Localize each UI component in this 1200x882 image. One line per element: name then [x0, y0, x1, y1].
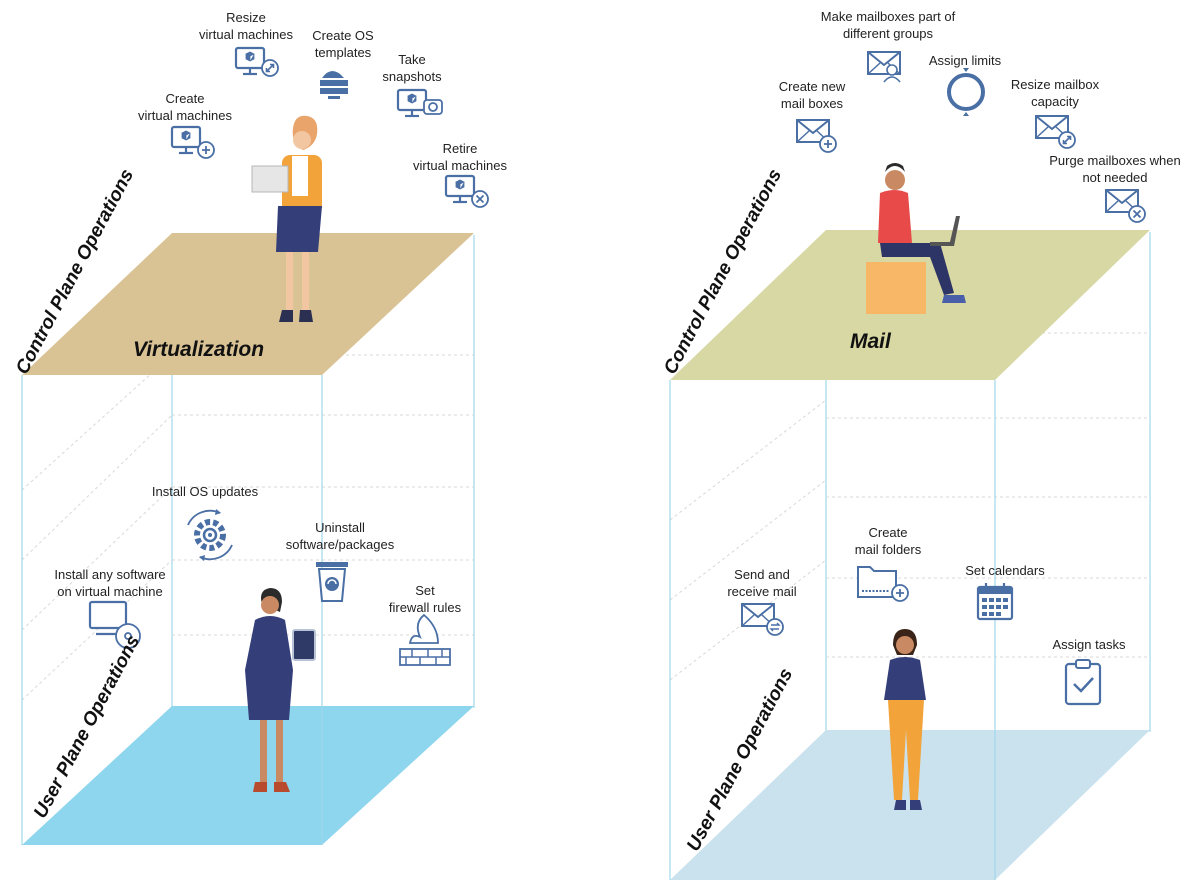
folder-add-icon [857, 566, 909, 602]
op-label: Create virtual machines [138, 91, 232, 123]
op-label: Send and receive mail [727, 567, 797, 599]
user-woman-phone-figure [884, 629, 926, 810]
op-label: Take snapshots [382, 52, 442, 84]
vm-snapshot-icon [396, 88, 443, 118]
op-label: Install OS updates [151, 484, 259, 499]
vm-resize-icon [234, 46, 279, 77]
left-panel-title: Virtualization [133, 338, 265, 361]
mail-resize-icon [1035, 115, 1076, 149]
vm-create-icon [170, 125, 215, 159]
right-panel-title: Mail [850, 330, 891, 353]
gear-update-icon [187, 509, 233, 561]
left-box [21, 46, 489, 845]
mail-create-icon [796, 119, 837, 153]
op-label: Resize mailbox capacity [1010, 77, 1100, 109]
right-box [669, 51, 1151, 880]
admin-man-figure [866, 163, 966, 314]
limit-ring-icon [947, 68, 985, 116]
op-label: Set firewall rules [388, 583, 462, 615]
monitor-disc-icon [88, 600, 141, 649]
trash-recycle-icon [316, 562, 348, 602]
op-label: Assign limits [928, 53, 1002, 68]
mail-group-icon [867, 51, 901, 83]
op-label: Make mailboxes part of different groups [820, 9, 956, 41]
admin-woman-figure [251, 115, 322, 322]
firewall-icon [399, 613, 451, 666]
user-woman-figure [245, 588, 316, 792]
op-label: Retire virtual machines [413, 141, 507, 173]
left-user-plane [22, 706, 474, 845]
mail-purge-icon [1105, 189, 1146, 223]
os-template-icon [320, 71, 348, 99]
mail-exchange-icon [741, 603, 784, 636]
op-label: Create mail folders [854, 525, 922, 557]
calendar-icon [976, 583, 1014, 621]
vm-retire-icon [444, 174, 489, 208]
op-label: Uninstall software/packages [285, 520, 395, 552]
op-label: Assign tasks [1052, 637, 1126, 652]
op-label: Resize virtual machines [199, 10, 293, 42]
op-label: Create new mail boxes [778, 79, 846, 111]
op-label: Install any software on virtual machine [54, 567, 166, 599]
op-label: Purge mailboxes when not needed [1049, 153, 1181, 185]
op-label: Set calendars [965, 563, 1045, 578]
left-control-plane [22, 233, 474, 375]
clipboard-check-icon [1064, 659, 1102, 706]
op-label: Create OS templates [312, 28, 374, 60]
